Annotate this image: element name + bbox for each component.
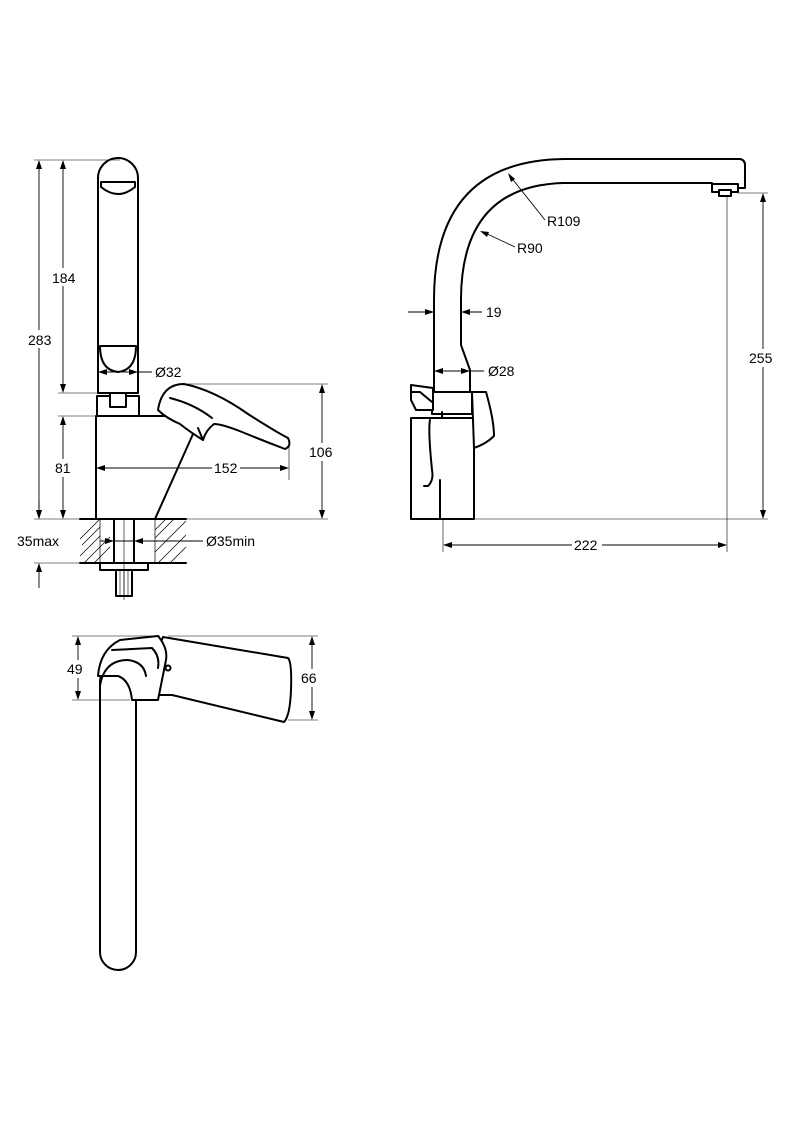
front-view: 283 184 81 Ø32 152 106 35 (17, 157, 336, 600)
dim-outlet-height: 255 (749, 350, 773, 366)
collar-nut (109, 392, 127, 408)
dim-spout-diameter: Ø32 (155, 364, 182, 380)
dim-inner-radius: R90 (517, 240, 543, 256)
spout-front (97, 157, 139, 394)
dim-lever-depth: 66 (301, 670, 317, 686)
dim-spout-height: 184 (52, 270, 76, 286)
spout-side (433, 158, 746, 394)
collar-side (431, 391, 473, 415)
dim-tube-width: 19 (486, 304, 502, 320)
dim-outer-radius: R109 (547, 213, 581, 229)
dim-lever-height: 106 (309, 444, 333, 460)
body-side (410, 417, 475, 520)
dim-deck-thickness: 35max (17, 533, 59, 549)
tap-body (95, 415, 194, 520)
body-top (97, 635, 168, 701)
mounting-shank (99, 510, 149, 600)
lever-top (157, 636, 293, 723)
lever-side (471, 391, 495, 449)
spout-top (99, 663, 137, 971)
dim-tube-diameter: Ø28 (488, 363, 515, 379)
dim-overall-height: 283 (28, 332, 52, 348)
top-view: 49 66 (66, 635, 324, 971)
dim-hole-diameter: Ø35min (206, 533, 255, 549)
dim-lever-reach: 152 (214, 460, 238, 476)
dim-spout-reach: 222 (574, 537, 598, 553)
lever-front (157, 383, 291, 450)
dim-body-height: 81 (55, 460, 71, 476)
side-view: R109 R90 19 Ø28 255 222 (408, 158, 776, 553)
dim-body-depth: 49 (67, 661, 83, 677)
